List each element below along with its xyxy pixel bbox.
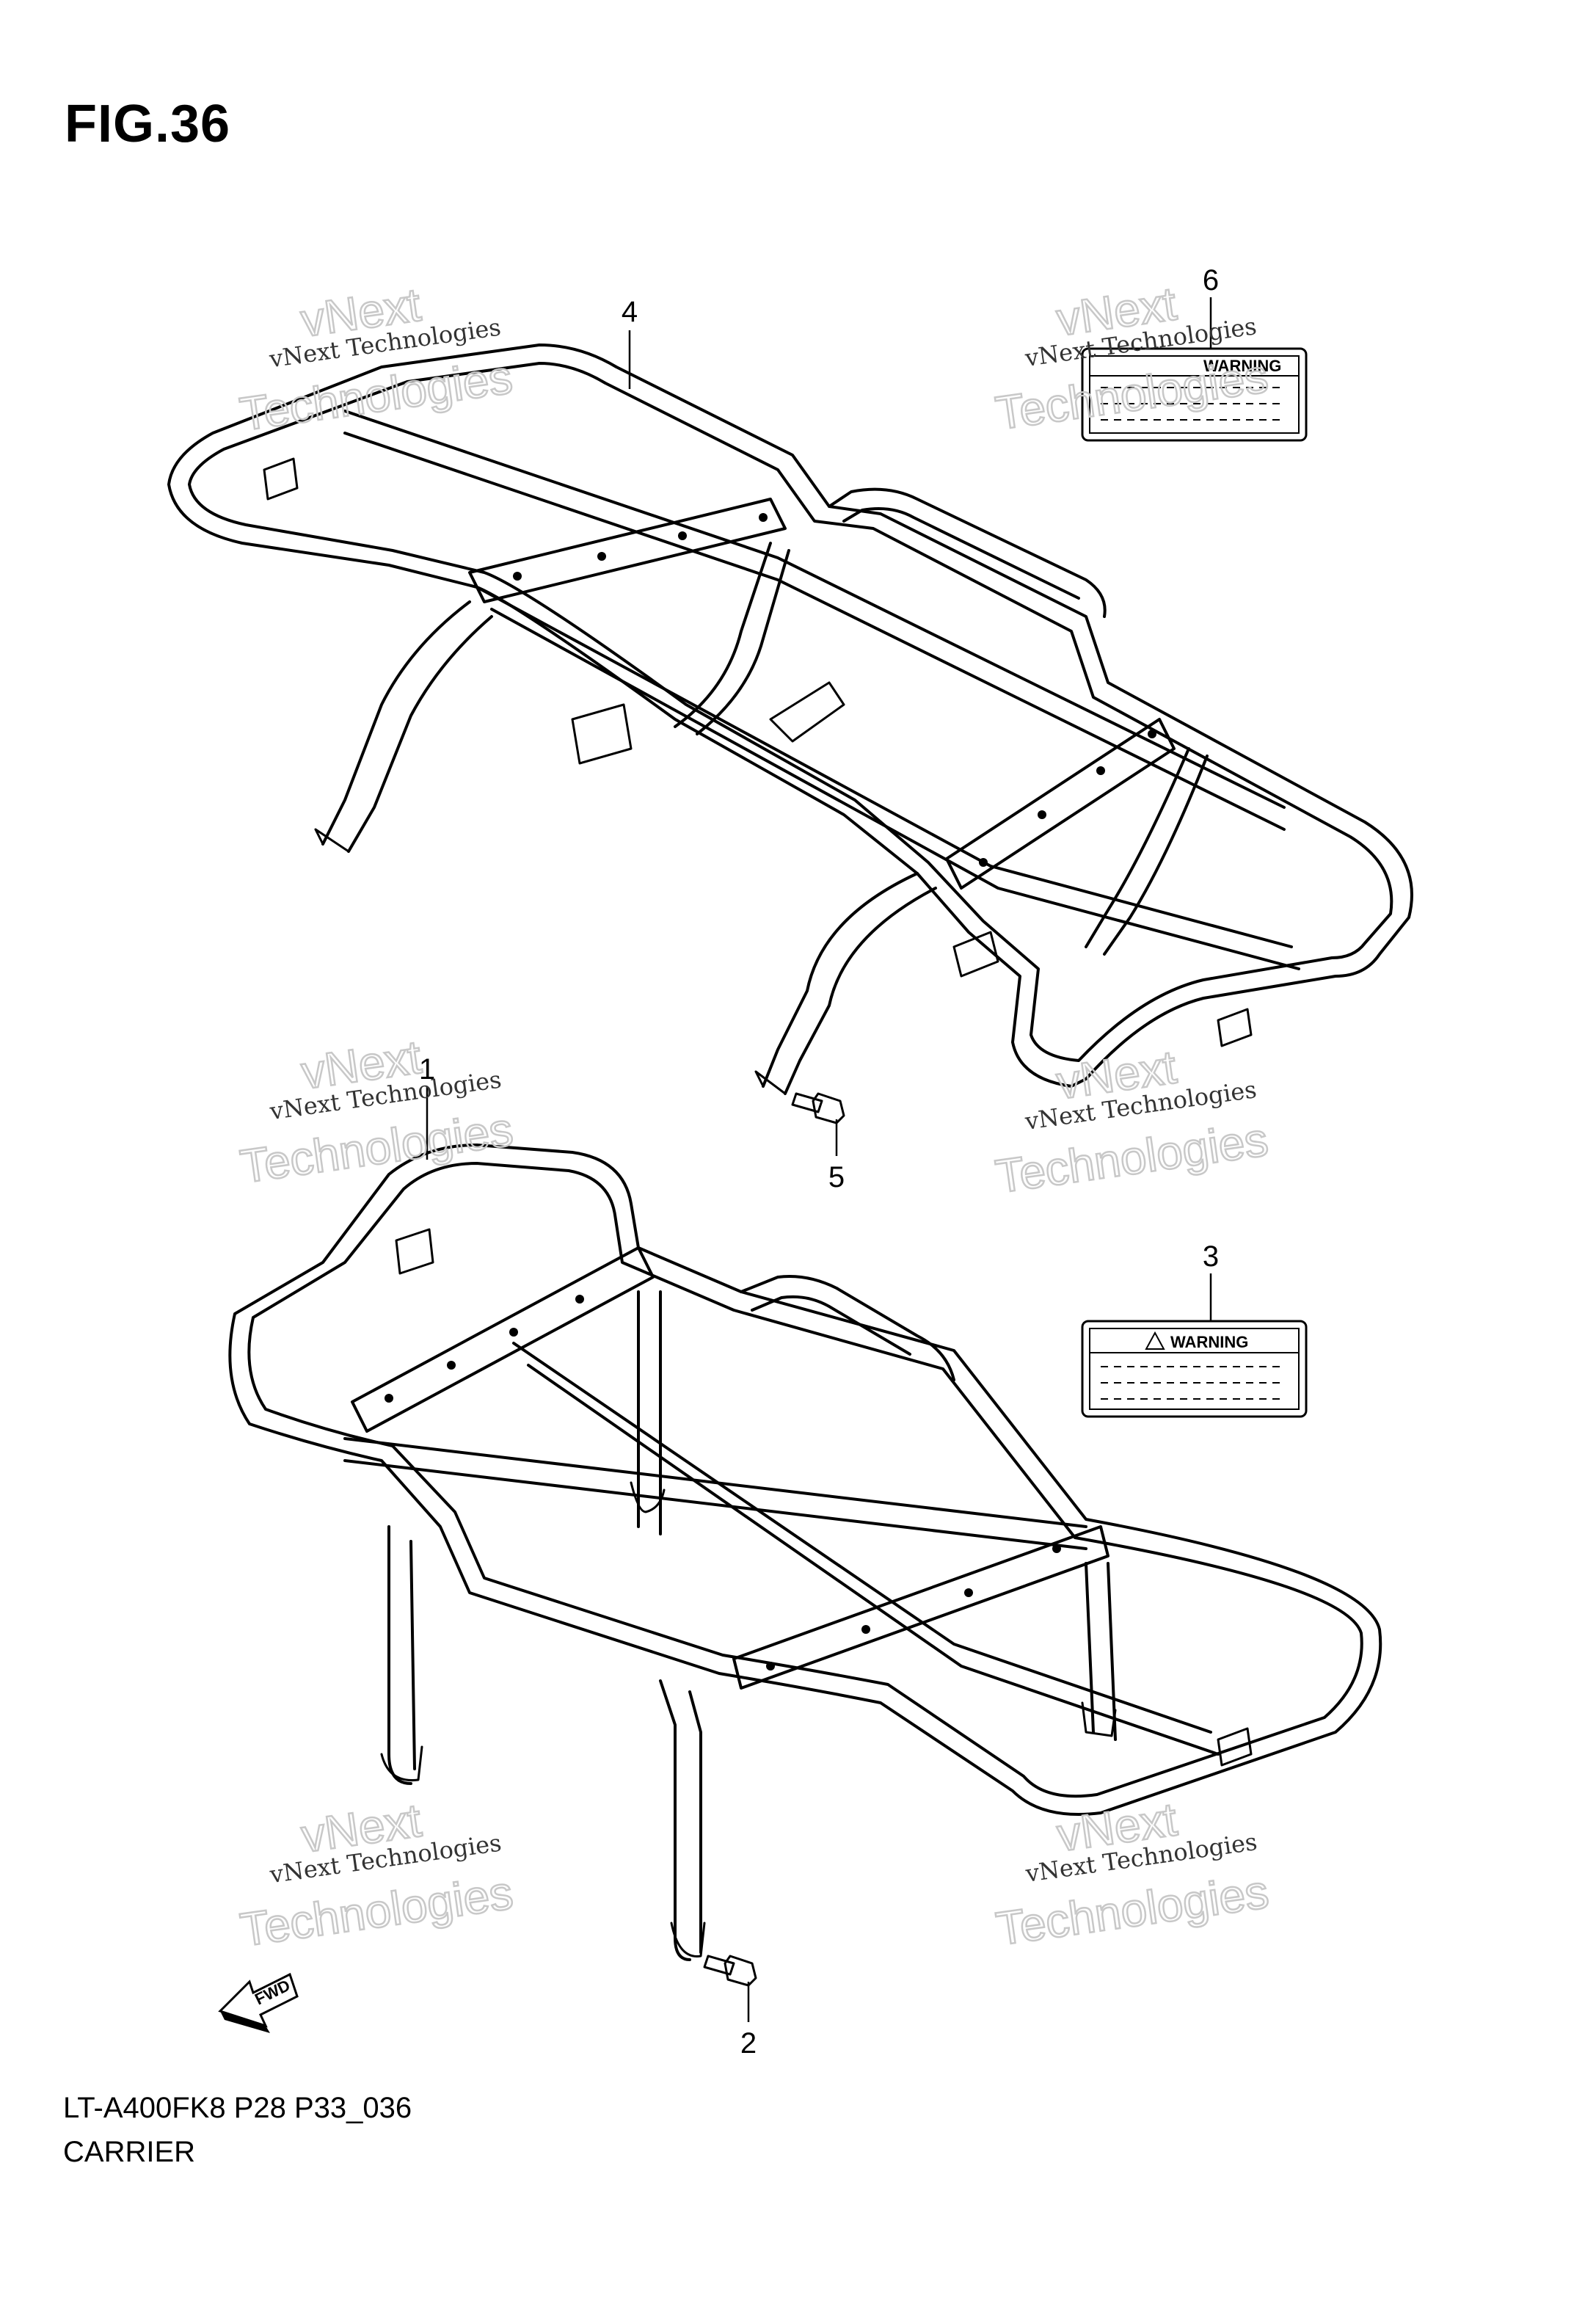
warning-triangle-icon: [1145, 1331, 1165, 1350]
callout-number: 3: [1203, 1240, 1219, 1273]
warning-label-front-text: WARNING: [1203, 357, 1281, 375]
watermark-middle-right: vNext vNext Technologies Technologies: [991, 1039, 1272, 1204]
watermark-bottom-right: vNext vNext Technologies Technologies: [992, 1792, 1272, 1956]
callout-number: 4: [622, 296, 638, 328]
warning-label-rear: WARNING: [1081, 1320, 1308, 1418]
watermark-bottom-left: vNext vNext Technologies Technologies: [236, 1792, 517, 1957]
model-code: LT-A400FK8 P28 P33_036: [63, 2092, 412, 2124]
fwd-arrow-icon: FWD: [218, 1972, 299, 2033]
warning-label-front: WARNING: [1081, 347, 1308, 442]
callout-number: 5: [828, 1161, 845, 1193]
rear-carrier-bolt: [703, 1955, 757, 1987]
front-carrier-bolt: [791, 1092, 845, 1124]
section-name: CARRIER: [63, 2136, 196, 2168]
figure-title: FIG.36: [65, 95, 231, 153]
callout-5: 5: [828, 1119, 845, 1193]
callout-number: 1: [419, 1053, 435, 1086]
watermark-middle-left: vNext vNext Technologies Technologies: [236, 1029, 517, 1193]
rear-carrier: [228, 1144, 1382, 1961]
warning-label-rear-text: WARNING: [1170, 1333, 1248, 1351]
callout-2: 2: [740, 1982, 757, 2060]
callout-1: 1: [419, 1053, 435, 1160]
callout-number: 6: [1203, 264, 1219, 297]
front-carrier: [167, 343, 1413, 1095]
callout-3: 3: [1203, 1240, 1219, 1321]
watermark-top-right: vNext vNext Technologies Technologies: [991, 276, 1272, 440]
callout-4: 4: [622, 296, 638, 389]
callout-6: 6: [1203, 264, 1219, 349]
callout-number: 2: [740, 2027, 757, 2060]
